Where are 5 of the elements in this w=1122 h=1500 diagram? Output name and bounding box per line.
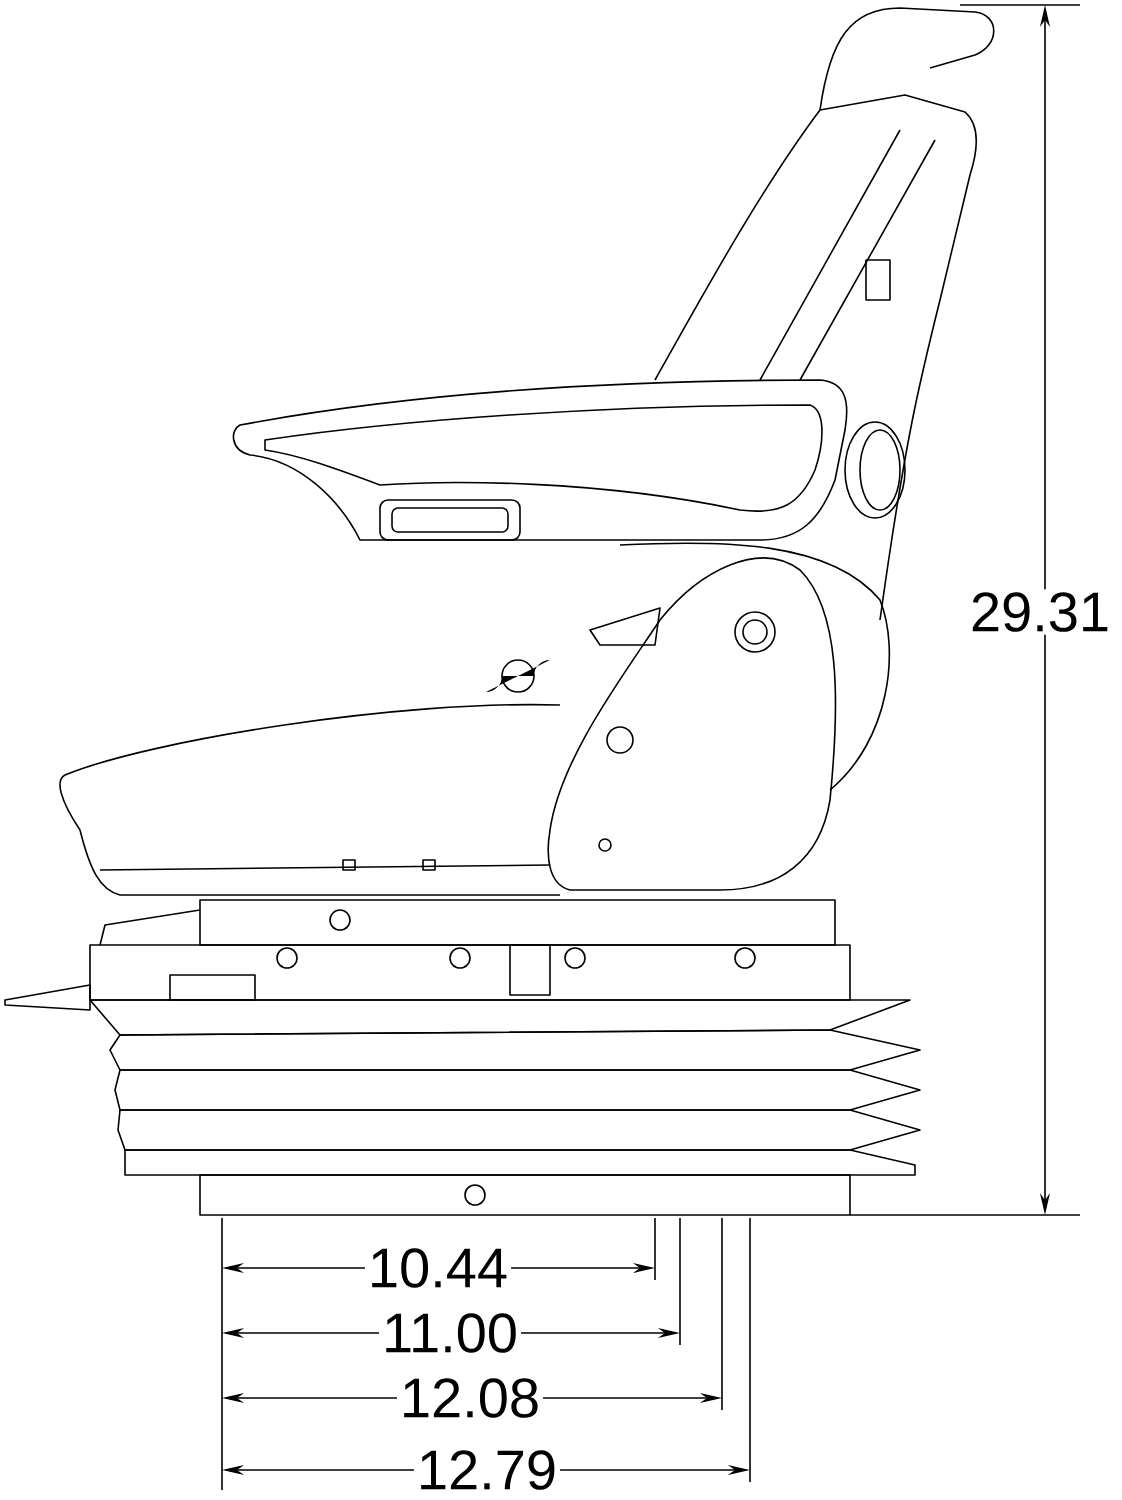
- dimension-label: 12.79: [413, 1447, 561, 1493]
- dimension-label: 12.08: [396, 1375, 544, 1421]
- dimension-label: 11.00: [379, 1310, 521, 1356]
- dimension-label: 29.31: [966, 589, 1114, 635]
- dimension-label: 10.44: [364, 1245, 512, 1291]
